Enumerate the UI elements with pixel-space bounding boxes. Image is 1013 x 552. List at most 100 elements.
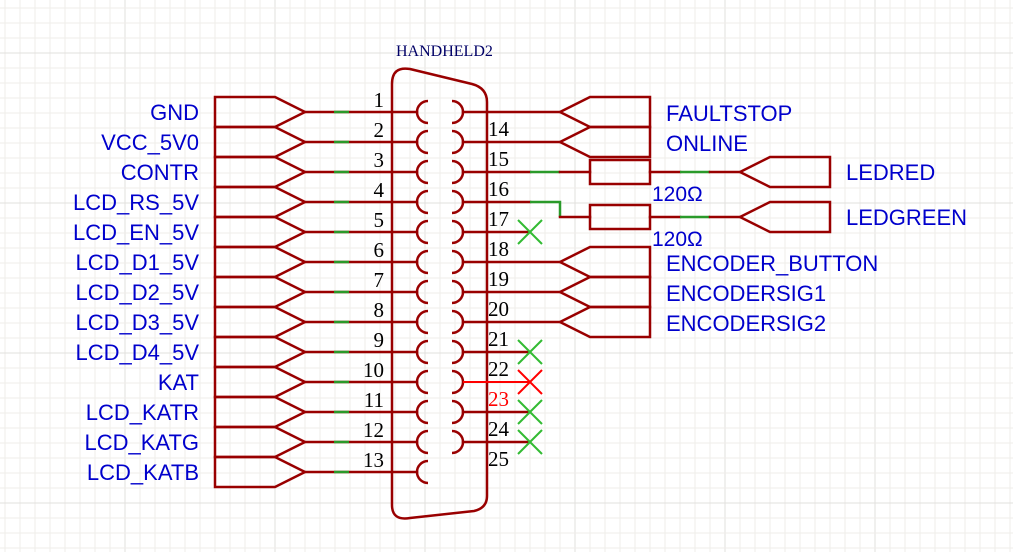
pin-number: 22: [488, 357, 509, 381]
no-connect-icon[interactable]: [517, 219, 543, 245]
right-pin-14[interactable]: 14 FAULTSTOP: [451, 95, 792, 141]
net-flag-icon[interactable]: [213, 245, 308, 279]
net-flag-icon[interactable]: [213, 155, 308, 189]
pin-number: 14: [488, 117, 510, 141]
pin-socket-icon: [415, 309, 429, 335]
net-flag-icon[interactable]: [557, 125, 652, 159]
right-pin-18[interactable]: 18: [451, 219, 543, 261]
no-connect-icon[interactable]: [517, 429, 543, 455]
net-label[interactable]: ENCODERSIG1: [666, 281, 826, 306]
net-label[interactable]: ENCODER_BUTTON: [666, 251, 878, 276]
no-connect-icon[interactable]: [517, 369, 543, 395]
pin-number: 19: [488, 267, 509, 291]
net-flag-icon[interactable]: [213, 455, 308, 489]
net-flag-icon[interactable]: [557, 305, 652, 339]
net-label[interactable]: LCD_KATR: [86, 400, 199, 425]
pin-number: 23: [488, 387, 509, 411]
pin-number: 24: [488, 417, 510, 441]
no-connect-icon[interactable]: [517, 339, 543, 365]
net-flag-icon[interactable]: [557, 275, 652, 309]
net-label[interactable]: LCD_EN_5V: [73, 220, 199, 245]
net-flag-icon[interactable]: [213, 395, 308, 429]
net-label[interactable]: ONLINE: [666, 131, 748, 156]
pin-socket-icon: [415, 219, 429, 245]
net-label[interactable]: LCD_RS_5V: [73, 190, 199, 215]
pin-socket-icon: [451, 249, 465, 275]
right-pin-19[interactable]: 19 ENCODER_BUTTON: [451, 245, 878, 291]
net-label[interactable]: LCD_D4_5V: [75, 340, 199, 365]
net-flag-icon[interactable]: [557, 245, 652, 279]
right-pin-16[interactable]: 16 120Ω LEDRED: [451, 155, 935, 206]
net-flag-icon[interactable]: [213, 365, 308, 399]
net-flag-icon[interactable]: [213, 335, 308, 369]
pin-number: 9: [374, 328, 385, 352]
pin-socket-icon: [451, 159, 465, 185]
connection-marker: [530, 200, 562, 217]
connector-body[interactable]: [390, 67, 489, 520]
net-label[interactable]: LEDRED: [846, 160, 935, 185]
net-label[interactable]: FAULTSTOP: [666, 101, 792, 126]
no-connect-icon[interactable]: [517, 399, 543, 425]
net-flag-icon[interactable]: [213, 425, 308, 459]
pin-socket-icon: [451, 339, 465, 365]
pin-number: 2: [374, 118, 385, 142]
net-label[interactable]: ENCODERSIG2: [666, 311, 826, 336]
net-flag-icon[interactable]: [737, 200, 832, 234]
net-flag-icon[interactable]: [737, 155, 832, 189]
pin-number: 4: [374, 178, 385, 202]
net-label[interactable]: LCD_KATB: [87, 460, 199, 485]
net-flag-icon[interactable]: [557, 95, 652, 129]
net-flag-icon[interactable]: [213, 275, 308, 309]
net-label[interactable]: LCD_D3_5V: [75, 310, 199, 335]
pin-socket-icon: [451, 399, 465, 425]
net-flag-icon[interactable]: [213, 215, 308, 249]
right-pin-24[interactable]: 24: [451, 399, 543, 441]
component-name[interactable]: HANDHELD2: [396, 43, 493, 60]
pin-number: 13: [363, 448, 384, 472]
pin-number: 6: [374, 238, 385, 262]
pin-number: 10: [363, 358, 384, 382]
net-label[interactable]: LCD_KATG: [84, 430, 199, 455]
pin-socket-icon: [451, 369, 465, 395]
right-pin-25[interactable]: 25: [451, 429, 543, 471]
net-flag-icon[interactable]: [213, 125, 308, 159]
net-label[interactable]: CONTR: [121, 160, 199, 185]
net-label[interactable]: GND: [150, 100, 199, 125]
right-pin-23[interactable]: 23: [451, 369, 543, 411]
net-flag-icon[interactable]: [213, 95, 308, 129]
left-pins: 1GND2VCC_5V03CONTR4LCD_RS_5V5LCD_EN_5V6L…: [73, 88, 429, 489]
net-label[interactable]: LCD_D2_5V: [75, 280, 199, 305]
net-label[interactable]: VCC_5V0: [101, 130, 199, 155]
net-label[interactable]: LEDGREEN: [846, 205, 967, 230]
net-flag-icon[interactable]: [213, 185, 308, 219]
net-flag-icon[interactable]: [213, 305, 308, 339]
pin-number: 5: [374, 208, 385, 232]
net-label[interactable]: KAT: [158, 370, 199, 395]
right-pin-22[interactable]: 22: [451, 339, 543, 381]
resistor-value: 120Ω: [652, 183, 703, 206]
pin-number: 17: [488, 207, 509, 231]
pin-number: 16: [488, 177, 509, 201]
pin-socket-icon: [451, 279, 465, 305]
net-label[interactable]: LCD_D1_5V: [75, 250, 199, 275]
pin-socket-icon: [415, 249, 429, 275]
pin-number: 18: [488, 237, 509, 261]
